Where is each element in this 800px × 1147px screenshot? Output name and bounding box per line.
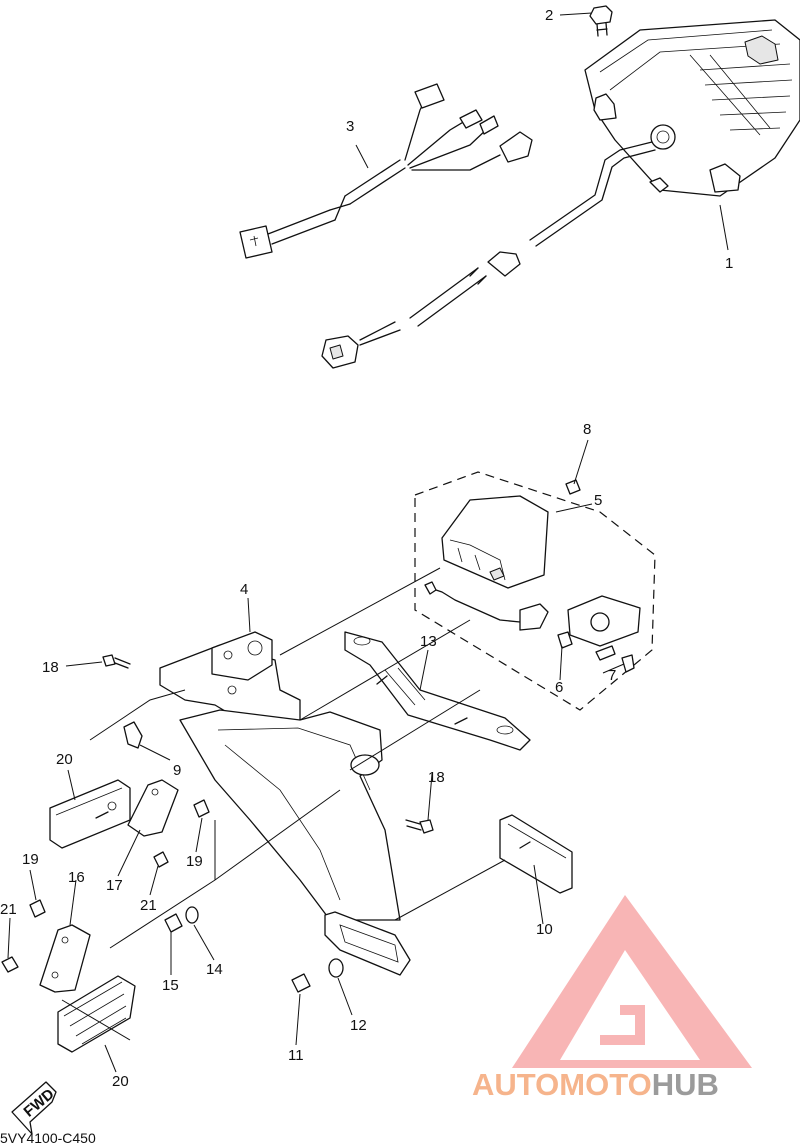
watermark-inner-g	[600, 1005, 645, 1045]
assembly-lines	[7, 12, 729, 1073]
nut-21a	[1, 956, 19, 973]
callout-18a: 18	[42, 659, 59, 676]
collar-19b	[193, 799, 210, 818]
callout-6: 6	[555, 679, 563, 696]
drawing-code: 5VY4100-C450	[0, 1130, 96, 1146]
nut-21b	[153, 851, 169, 868]
washer-14	[185, 906, 199, 924]
callout-13: 13	[420, 633, 437, 650]
callout-7: 7	[608, 667, 616, 684]
callout-15: 15	[162, 977, 179, 994]
license-light-group	[414, 471, 656, 711]
callout-12: 12	[350, 1017, 367, 1034]
callout-10: 10	[536, 921, 553, 938]
tail-light-assembly	[584, 19, 800, 197]
callout-4: 4	[240, 581, 248, 598]
watermark-triangle	[512, 895, 752, 1068]
washer-12	[328, 958, 344, 978]
callout-14: 14	[206, 961, 223, 978]
callout-21b: 21	[140, 897, 157, 914]
watermark-logo: AUTOMOTOHUB	[472, 895, 752, 1102]
watermark-text-hub: HUB	[652, 1067, 719, 1102]
reflector-left-upper	[49, 779, 131, 849]
watermark-text-auto: AUTO	[472, 1067, 559, 1102]
reflector-stay-16	[39, 924, 91, 993]
callout-20a: 20	[56, 751, 73, 768]
callout-16: 16	[68, 869, 85, 886]
callout-1: 1	[725, 255, 733, 272]
reflector-stay-17	[127, 779, 179, 837]
nut-11	[291, 973, 311, 993]
callout-19a: 19	[22, 851, 39, 868]
collar-19a	[29, 899, 46, 918]
fwd-arrow: FWD	[11, 1081, 58, 1135]
callout-8: 8	[583, 421, 591, 438]
reflector-right	[499, 814, 573, 894]
callout-17: 17	[106, 877, 123, 894]
callouts: 1 2 3 4 5 6 7 8 9 10 11 12 13 14 15 16 1…	[0, 7, 733, 1090]
bolt-18a	[102, 654, 131, 669]
callout-2: 2	[545, 7, 553, 24]
callout-18b: 18	[428, 769, 445, 786]
nut-15	[164, 913, 183, 933]
rear-fender	[159, 631, 411, 976]
callout-21a: 21	[0, 901, 17, 918]
callout-3: 3	[346, 118, 354, 135]
bulb-screw	[589, 5, 613, 37]
callout-19b: 19	[186, 853, 203, 870]
callout-5: 5	[594, 492, 602, 509]
watermark-text-moto: MOTO	[559, 1067, 651, 1102]
callout-20b: 20	[112, 1073, 129, 1090]
bolt-13	[376, 675, 468, 725]
nut-9	[123, 721, 143, 749]
svg-text:AUTOMOTOHUB: AUTOMOTOHUB	[472, 1067, 719, 1102]
tail-light-cable	[321, 141, 656, 369]
sub-wire-harness	[239, 83, 533, 259]
callout-11: 11	[288, 1047, 304, 1064]
callout-9: 9	[173, 762, 181, 779]
license-bracket	[344, 631, 531, 751]
reflector-left-lower	[57, 975, 136, 1053]
bolt-18b	[405, 819, 434, 834]
